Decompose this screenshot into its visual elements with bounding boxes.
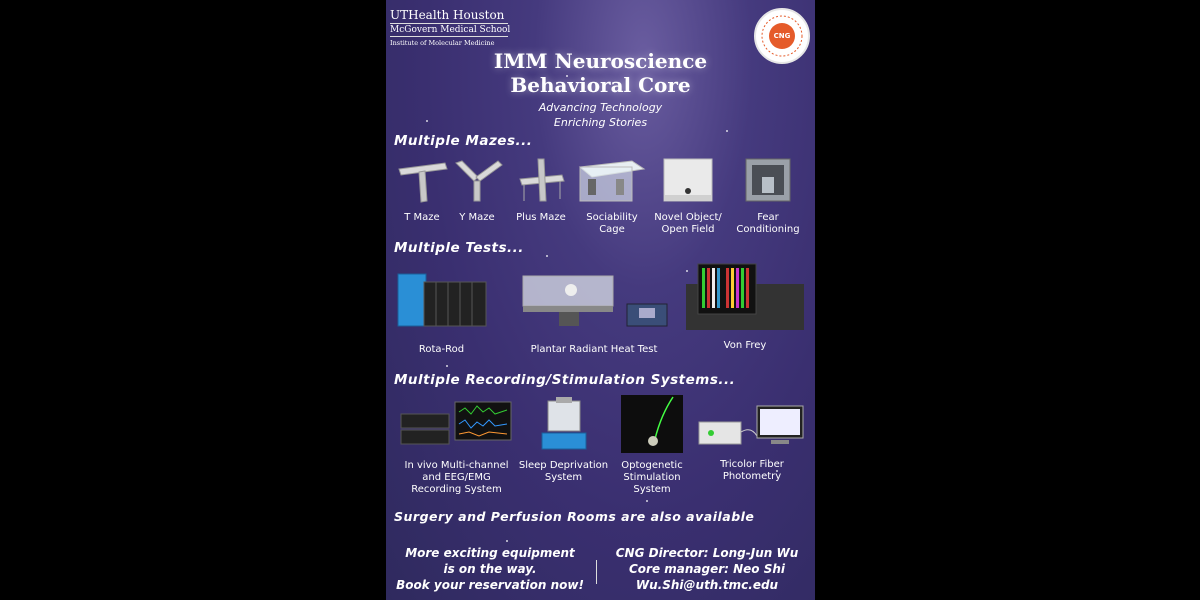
rec-optogenetic: Optogenetic Stimulation System	[614, 395, 690, 496]
test-rota-rod: Rota-Rod	[394, 270, 489, 356]
rec-label-line-3: System	[633, 484, 671, 495]
star	[726, 130, 728, 132]
rec-label-line-2: System	[544, 472, 583, 483]
rec-label: Optogenetic Stimulation System	[614, 460, 690, 496]
star	[646, 500, 648, 502]
maze-t: T Maze	[391, 155, 453, 224]
maze-label-line-1: Novel Object/	[654, 212, 722, 223]
maze-novel-object: Novel Object/ Open Field	[648, 155, 728, 236]
rec-multichannel: In vivo Multi-channel and EEG/EMG Record…	[394, 398, 519, 496]
maze-label-line-2: Cage	[599, 224, 625, 235]
star	[446, 365, 448, 367]
poster: UTHealth Houston McGovern Medical School…	[386, 0, 815, 600]
star	[546, 255, 548, 257]
uthealth-logo: UTHealth Houston McGovern Medical School…	[390, 8, 511, 47]
test-label: Plantar Radiant Heat Test	[530, 344, 658, 355]
sociability-cage-image	[578, 160, 646, 202]
section-tests: Multiple Tests...	[394, 240, 524, 256]
footer-divider	[596, 560, 597, 584]
section-recording: Multiple Recording/Stimulation Systems..…	[394, 372, 736, 388]
fear-conditioning-image	[745, 158, 791, 202]
institution-name: UTHealth Houston	[390, 8, 505, 22]
star	[566, 75, 568, 77]
rec-label-line-1: Optogenetic	[621, 460, 683, 471]
rec-label: In vivo Multi-channel and EEG/EMG Record…	[394, 460, 519, 496]
y-maze-image	[455, 160, 503, 202]
rec-label: Sleep Deprivation System	[516, 460, 611, 484]
title-line-1: IMM Neuroscience	[493, 49, 708, 73]
rec-label-line-2: and EEG/EMG	[422, 472, 491, 483]
contact-email[interactable]: Wu.Shi@uth.tmc.edu	[635, 578, 779, 592]
seal-text: CNG	[769, 23, 795, 49]
maze-label-line-2: Open Field	[661, 224, 715, 235]
tagline-1: Advancing Technology	[538, 101, 663, 114]
rec-fiber-photometry: Tricolor Fiber Photometry	[694, 402, 810, 483]
optogenetic-image	[621, 395, 683, 453]
star	[686, 270, 688, 272]
t-maze-image	[398, 162, 448, 203]
test-label: Von Frey	[723, 340, 767, 351]
footer-left-line-1: More exciting equipment	[405, 546, 575, 560]
maze-fear-conditioning: Fear Conditioning	[728, 155, 808, 236]
tagline-2: Enriching Stories	[553, 116, 648, 129]
maze-label-line-1: Fear	[757, 212, 779, 223]
footer-left-line-2: is on the way.	[443, 562, 537, 576]
rec-label-line-1: In vivo Multi-channel	[404, 460, 509, 471]
maze-label-line-2: Conditioning	[736, 224, 800, 235]
test-plantar-heat: Plantar Radiant Heat Test	[514, 270, 674, 356]
rec-label-line-1: Tricolor Fiber	[720, 459, 784, 470]
maze-label-line-1: Sociability	[586, 212, 638, 223]
cng-seal: CNG	[754, 8, 810, 64]
section-mazes: Multiple Mazes...	[394, 133, 533, 149]
manager-line: Core manager: Neo Shi	[628, 562, 786, 576]
star	[426, 120, 428, 122]
maze-plus: Plus Maze	[506, 155, 576, 224]
rec-label-line-1: Sleep Deprivation	[518, 460, 609, 471]
rec-label-line-2: Stimulation	[623, 472, 681, 483]
maze-label: Sociability Cage	[576, 212, 648, 236]
maze-label: Fear Conditioning	[728, 212, 808, 236]
footer-right: CNG Director: Long-Jun Wu Core manager: …	[602, 545, 812, 593]
maze-y: Y Maze	[446, 155, 508, 224]
maze-sociability: Sociability Cage	[576, 155, 648, 236]
plus-maze-image	[519, 158, 565, 202]
star	[776, 470, 778, 472]
fiber-photometry-image	[698, 405, 804, 445]
multichannel-recording-image	[400, 401, 512, 445]
rec-label-line-3: Recording System	[411, 484, 502, 495]
sleep-deprivation-image	[541, 397, 586, 450]
maze-label: T Maze	[404, 212, 440, 223]
star	[506, 540, 508, 542]
plantar-heat-image	[522, 275, 668, 327]
open-field-image	[663, 158, 713, 202]
director-line: CNG Director: Long-Jun Wu	[615, 546, 799, 560]
test-von-frey: Von Frey	[686, 262, 804, 352]
rec-label: Tricolor Fiber Photometry	[694, 459, 810, 483]
rota-rod-image	[397, 273, 487, 327]
school-name: McGovern Medical School	[390, 23, 511, 37]
maze-label: Y Maze	[459, 212, 495, 223]
section-rooms: Surgery and Perfusion Rooms are also ava…	[394, 509, 755, 524]
institute-name: Institute of Molecular Medicine	[390, 39, 495, 47]
test-label: Rota-Rod	[418, 344, 465, 355]
title-line-2: Behavioral Core	[510, 73, 691, 97]
footer-left-line-3: Book your reservation now!	[396, 578, 584, 592]
maze-label: Novel Object/ Open Field	[648, 212, 728, 236]
rec-sleep-deprivation: Sleep Deprivation System	[516, 395, 611, 484]
rec-label-line-2: Photometry	[722, 471, 782, 482]
von-frey-image	[686, 263, 804, 330]
seal-ring-icon	[761, 15, 803, 57]
footer-left: More exciting equipment is on the way. B…	[390, 545, 590, 593]
maze-label: Plus Maze	[516, 212, 566, 223]
